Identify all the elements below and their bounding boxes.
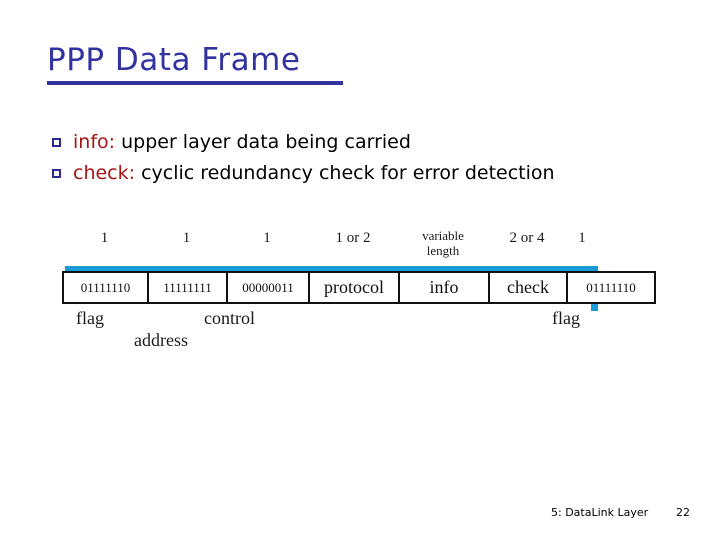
title-underline <box>47 81 343 85</box>
bullet-square-icon <box>52 138 61 147</box>
name-label-control: control <box>204 308 255 328</box>
list-item-body: cyclic redundancy check for error detect… <box>135 162 555 184</box>
frame-cell-protocol-value: protocol <box>324 277 384 297</box>
size-label-control: 1 <box>263 230 271 246</box>
footer-chapter-label: 5: DataLink Layer <box>551 506 649 519</box>
frame-cell-check: check <box>490 273 568 302</box>
frame-cell-address: 11111111 <box>149 273 228 302</box>
frame-cell-flag-end-value: 01111110 <box>586 279 636 295</box>
list-item: info: upper layer data being carried <box>52 128 652 157</box>
frame-cell-control-value: 00000011 <box>242 279 294 295</box>
slide-footer: 5: DataLink Layer 22 <box>0 506 720 526</box>
frame-cell-info: info <box>400 273 490 302</box>
size-label-protocol: 1 or 2 <box>335 230 371 246</box>
list-item-body: upper layer data being carried <box>115 131 411 153</box>
list-item-keyword: info: <box>73 131 116 153</box>
frame-cell-address-value: 11111111 <box>163 279 212 295</box>
frame-cell-check-value: check <box>507 277 549 297</box>
size-label-address: 1 <box>182 230 191 246</box>
name-label-address: address <box>134 330 188 350</box>
name-label-flag-end: flag <box>552 308 580 328</box>
bullet-square-icon <box>52 169 61 178</box>
list-item-text: info: upper layer data being carried <box>73 128 411 157</box>
frame-cell-flag: 01111110 <box>64 273 149 302</box>
size-label-flag: 1 <box>100 230 109 246</box>
list-item-text: check: cyclic redundancy check for error… <box>73 159 555 188</box>
list-item-keyword: check: <box>73 162 136 184</box>
frame-cell-info-value: info <box>429 277 459 297</box>
name-label-flag: flag <box>76 308 104 328</box>
footer-page-number: 22 <box>676 506 690 519</box>
size-label-flag-end: 1 <box>578 230 586 246</box>
frame-name-labels: flag address control flag <box>62 308 598 358</box>
size-label-check: 2 or 4 <box>509 230 545 246</box>
frame-cells-row: 01111110 11111111 00000011 protocol info… <box>62 271 656 304</box>
frame-cell-control: 00000011 <box>228 273 310 302</box>
size-label-info-line1: variable <box>422 228 464 243</box>
size-label-info-line2: length <box>426 243 460 258</box>
frame-cell-flag-end: 01111110 <box>568 273 654 302</box>
accent-bar <box>65 266 598 273</box>
frame-cell-protocol: protocol <box>310 273 400 302</box>
frame-cell-flag-value: 01111110 <box>80 279 131 295</box>
page-title: PPP Data Frame <box>47 42 301 78</box>
list-item: check: cyclic redundancy check for error… <box>52 159 652 188</box>
bullet-list: info: upper layer data being carried che… <box>52 128 652 190</box>
